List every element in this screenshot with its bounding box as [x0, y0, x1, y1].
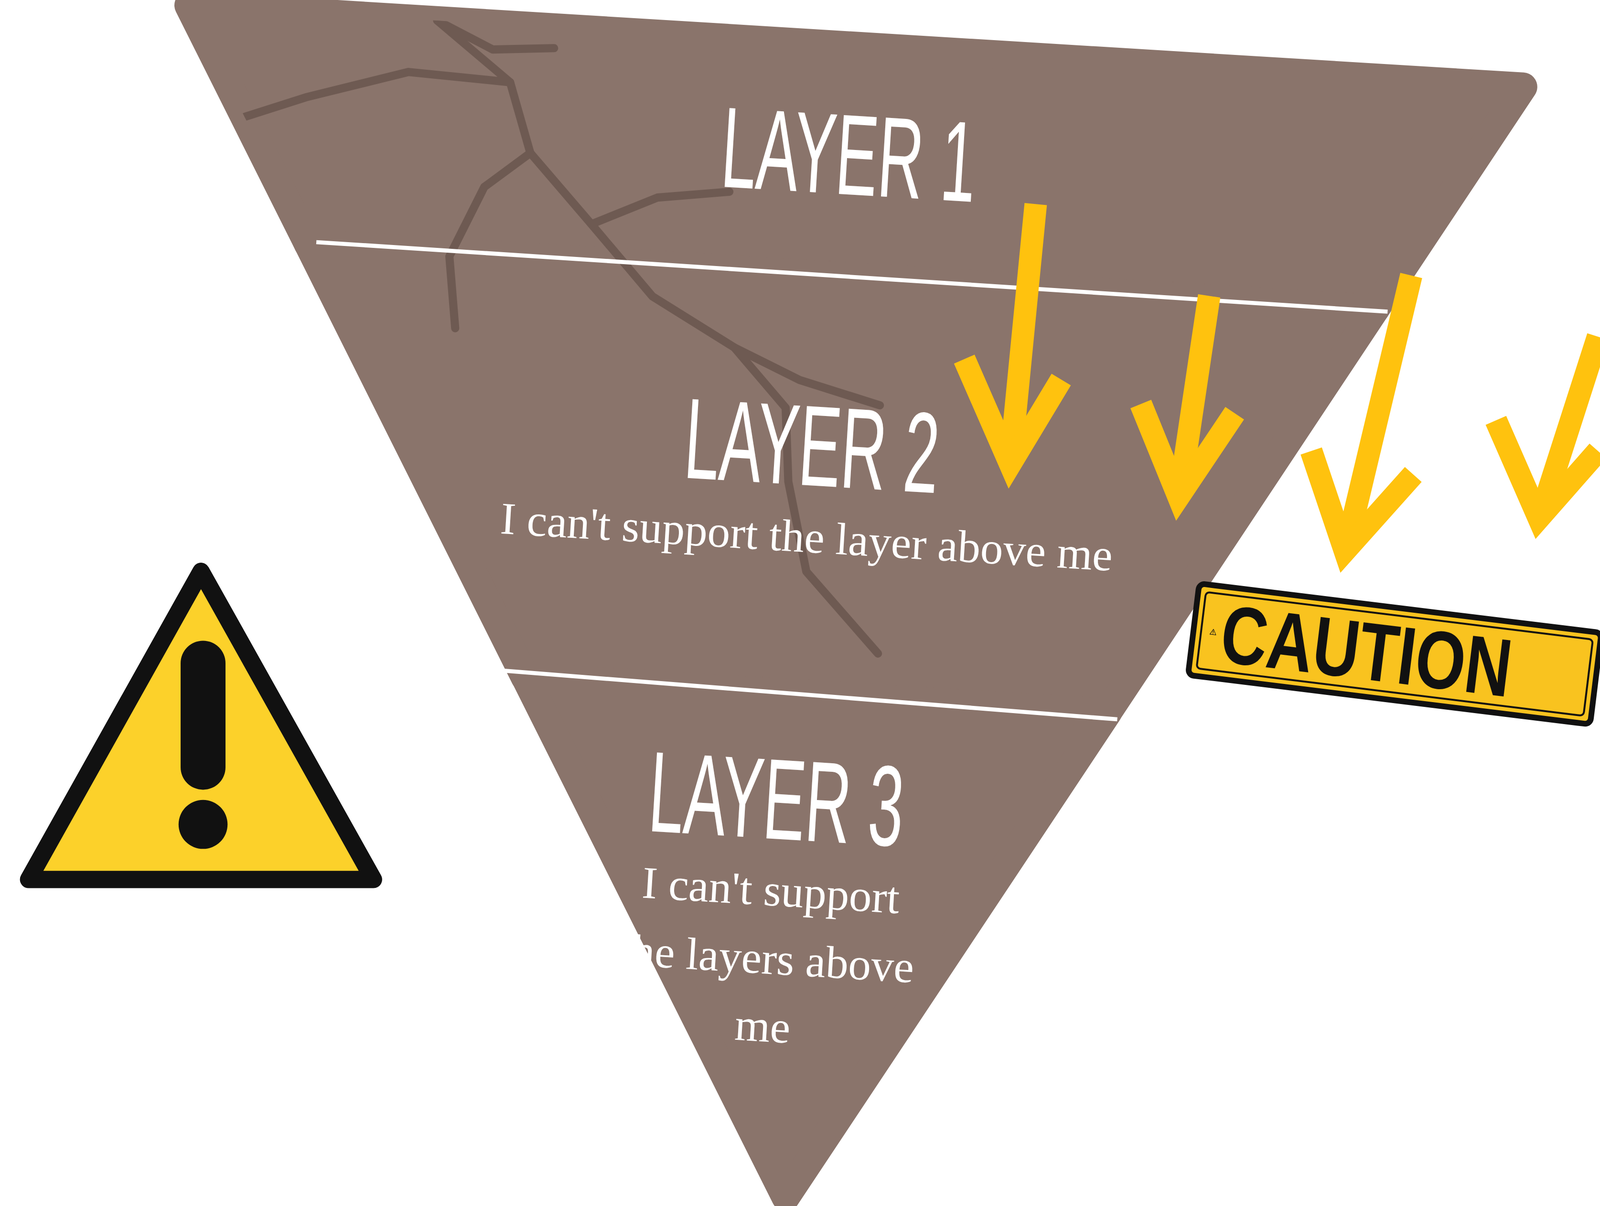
warning-sign [28, 571, 374, 880]
layer-title: LAYER 2 [681, 386, 943, 505]
layer-note: I can't support the layers above me [603, 847, 931, 1071]
exclamation-bar [180, 663, 226, 768]
warning-triangle [28, 571, 374, 880]
arrow-shaft [1542, 336, 1598, 509]
arrow-shaft [1011, 204, 1036, 454]
layer-title: LAYER 3 [646, 740, 907, 859]
arrow-head [1140, 404, 1235, 497]
caution-sign: CAUTION [1184, 580, 1600, 728]
arrow-shaft [1347, 275, 1411, 541]
layer-content: LAYER 3I can't support the layers above … [603, 738, 938, 1071]
caution-icon-dot [1212, 633, 1214, 635]
arrow-head [1495, 420, 1599, 519]
arrow-shaft [1180, 296, 1210, 489]
pyramid-layer: LAYER 3I can't support the layers above … [494, 677, 1108, 1206]
pressure-arrows [964, 204, 1598, 551]
caution-icon-bar [1213, 631, 1214, 634]
caution-text-holder: CAUTION [1216, 591, 1599, 720]
arrow-head [964, 359, 1062, 465]
layer-band-shape [494, 677, 1108, 1206]
arrow-head [1311, 451, 1414, 551]
caution-label: CAUTION [1216, 591, 1517, 709]
caution-icon-triangle [1209, 628, 1217, 635]
layer-title: LAYER 1 [719, 95, 980, 215]
exclamation-dot [178, 800, 228, 850]
caution-icon [1206, 605, 1221, 659]
